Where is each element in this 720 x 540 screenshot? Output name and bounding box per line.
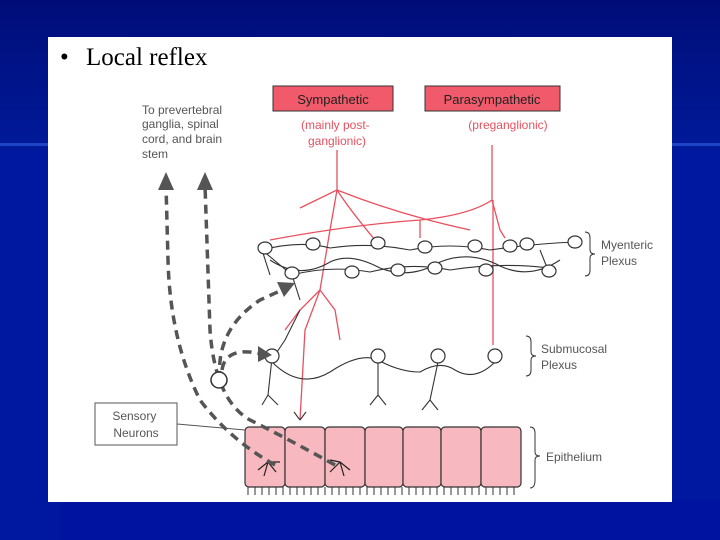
parasympathetic-label: Parasympathetic	[444, 92, 541, 107]
submucosal-label: Submucosal Plexus	[541, 342, 610, 372]
slide-title: • Local reflex	[60, 44, 207, 72]
background-lower	[60, 500, 720, 540]
epithelium-microvilli	[247, 487, 515, 495]
background-stripe-right	[672, 143, 720, 146]
myenteric-bracket	[584, 231, 596, 277]
submucosal-neurons	[264, 348, 503, 364]
epithelium-label: Epithelium	[546, 450, 602, 464]
epithelium-bracket	[529, 426, 541, 489]
sympathetic-fibers	[284, 150, 471, 421]
myenteric-neurons	[257, 235, 583, 280]
sensory-pathways	[164, 184, 336, 467]
submucosal-plexus	[261, 309, 496, 421]
sensory-neuron-body	[210, 371, 228, 389]
bullet-icon: •	[60, 44, 69, 71]
sympathetic-note: (mainly post- ganglionic)	[301, 118, 373, 148]
prevertebral-note: To prevertebral ganglia, spinal cord, an…	[142, 103, 225, 161]
epithelium-cells	[244, 426, 522, 488]
sensory-label-box: Sensory Neurons	[94, 402, 246, 446]
submucosal-bracket	[525, 335, 537, 377]
parasympathetic-note: (preganglionic)	[468, 118, 547, 132]
myenteric-plexus	[261, 241, 576, 301]
sympathetic-label: Sympathetic	[297, 92, 369, 107]
sensory-label: Sensory Neurons	[112, 409, 159, 440]
background-stripe	[0, 143, 90, 146]
sensory-endings	[257, 459, 351, 477]
sensory-arrowheads	[158, 172, 295, 362]
parasympathetic-label-box: Parasympathetic	[424, 85, 561, 112]
myenteric-label: Myenteric Plexus	[601, 238, 656, 268]
sympathetic-label-box: Sympathetic	[272, 85, 394, 112]
slide-title-text: Local reflex	[86, 44, 208, 71]
